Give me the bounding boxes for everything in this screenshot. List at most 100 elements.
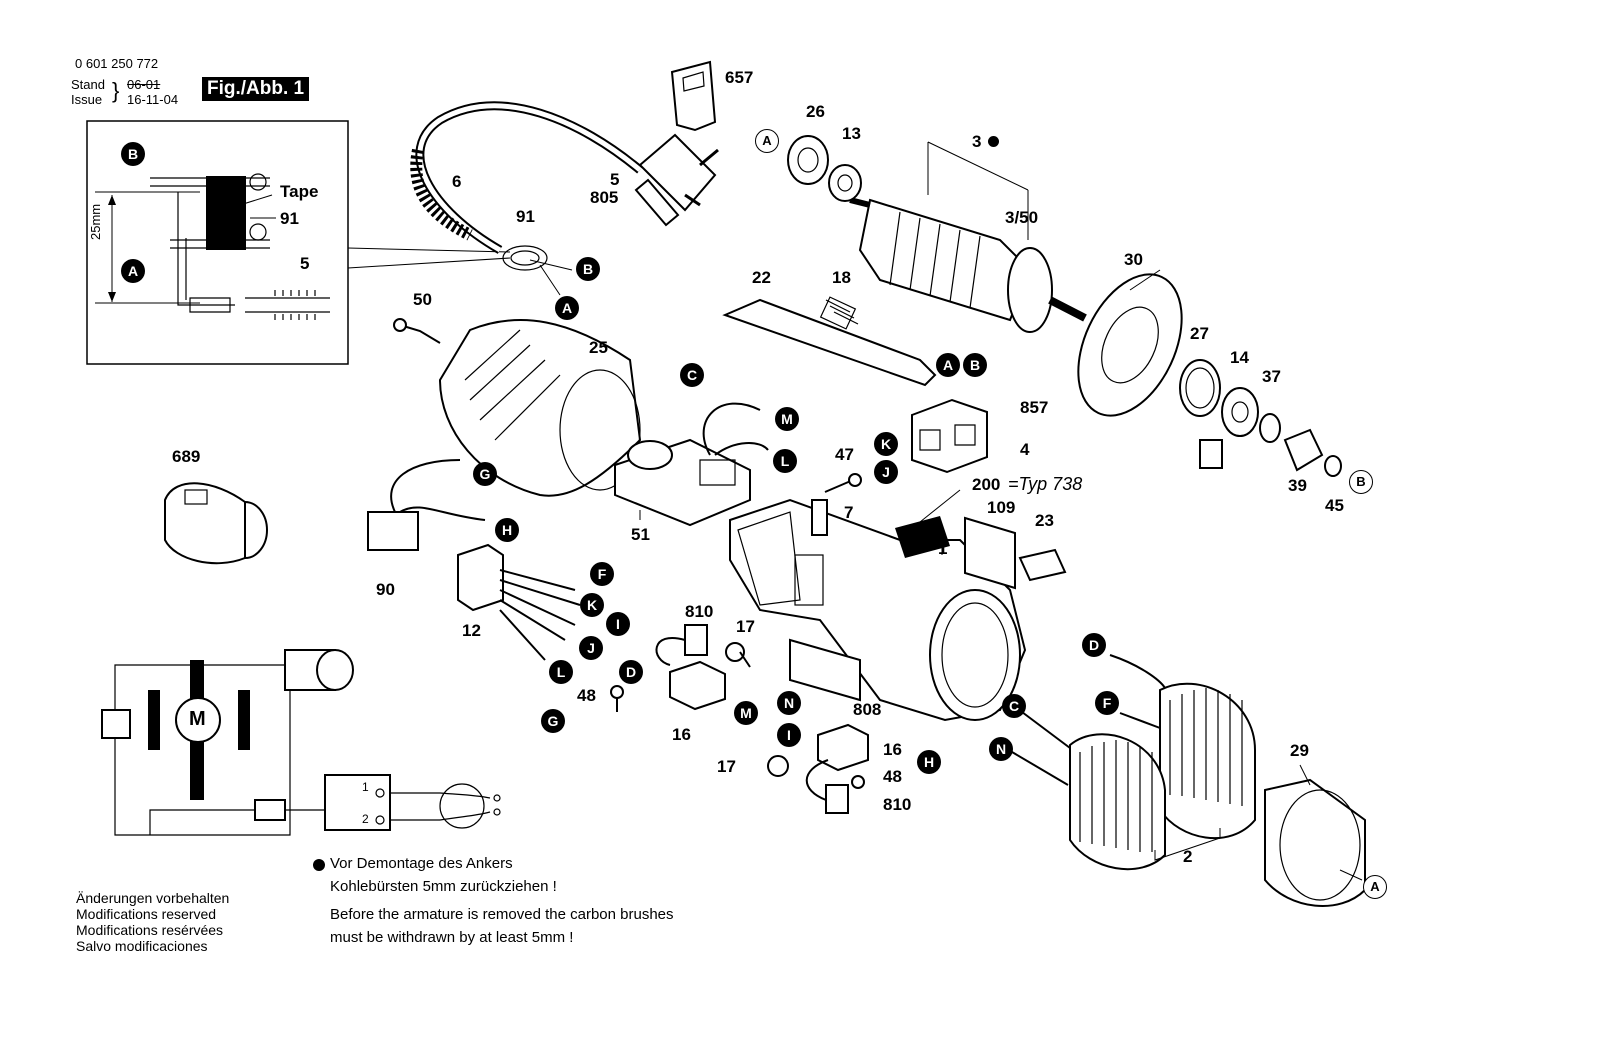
screw-48-left-head (610, 685, 624, 699)
inset-frame (86, 120, 349, 365)
label-109: 109 (987, 498, 1016, 517)
label-16-left: 16 (672, 725, 691, 744)
label-22: 22 (752, 268, 771, 287)
nut-45 (1324, 455, 1342, 477)
connector-F-switch12: F (590, 562, 614, 586)
spring-18 (819, 296, 857, 330)
carbon-brush-810-left (684, 624, 708, 656)
label-200: 200 (972, 475, 1001, 494)
cord-strain-relief (410, 148, 473, 241)
label-17-right: 17 (717, 757, 736, 776)
bearing-13-inner (837, 174, 853, 192)
connector-B-switch: B (963, 353, 987, 377)
brush-holder-16-right (817, 723, 869, 772)
connector-I-brush: I (777, 723, 801, 747)
label-808: 808 (853, 700, 882, 719)
schematic-motor (175, 697, 221, 743)
schematic-switch-contact-2 (375, 815, 385, 825)
wire-to-L (714, 442, 769, 456)
connector-I-switch12: I (606, 612, 630, 636)
label-3: 3 (972, 132, 982, 151)
wire-to-M (702, 402, 761, 456)
brush-holder-16-left (669, 660, 726, 711)
connector-A-guard: A (1363, 875, 1387, 899)
schematic-bottom-wires (149, 809, 325, 835)
connector-H-brush: H (917, 750, 941, 774)
connector-J-switch12: J (579, 636, 603, 660)
electronics-terminal (699, 459, 736, 486)
label-689: 689 (172, 447, 201, 466)
modifications-fr: Modifications resérvées (76, 922, 224, 938)
bracket-2 (1154, 828, 1221, 861)
field-wire-F (1119, 712, 1161, 729)
key-component (1199, 439, 1223, 469)
carbon-brush-810-right (825, 784, 849, 814)
label-13: 13 (842, 124, 861, 143)
schematic-field-right (238, 690, 250, 750)
inset-terminal-2 (249, 223, 267, 241)
label-4: 4 (1020, 440, 1030, 459)
switch-rod-22 (722, 298, 937, 387)
wiring-schematic (101, 649, 501, 836)
schematic-switch-leads (390, 792, 440, 821)
schematic-switch-pos-1: 1 (362, 780, 369, 794)
label-45: 45 (1325, 496, 1344, 515)
cord-ferrite-91-inner (510, 250, 540, 266)
inset-wire-run (177, 192, 235, 306)
schematic-plug-pin-2 (493, 808, 501, 816)
screw-48-right-head (851, 775, 865, 789)
inset-dimension: 25mm (88, 203, 103, 240)
connector-D-brush: D (619, 660, 643, 684)
label-47: 47 (835, 445, 854, 464)
tape-block (206, 176, 246, 250)
brush-lead-right (805, 759, 829, 801)
label-17-left: 17 (736, 617, 755, 636)
label-5-inset: 5 (300, 254, 310, 273)
screw-47-head (848, 473, 862, 487)
air-guide-29-inner (1279, 789, 1361, 901)
label-657: 657 (725, 68, 754, 87)
cord-ferrite-91 (502, 245, 548, 271)
label-30: 30 (1124, 250, 1143, 269)
connector-C-field: C (1002, 694, 1026, 718)
connector-H-capacitor: H (495, 518, 519, 542)
cord-wire-ends (529, 259, 573, 296)
label-plate-109 (964, 516, 1016, 590)
field-coil-lower-windings (1079, 740, 1153, 852)
note-bullet-icon (988, 136, 999, 147)
stand-date: 06-01 (127, 77, 161, 92)
label-5-top: 5 (610, 170, 620, 189)
label-6: 6 (452, 172, 462, 191)
modifications-es: Salvo modificaciones (76, 938, 208, 954)
schematic-junction (254, 799, 286, 821)
plug-neck (634, 178, 680, 227)
schematic-switch-contact-1 (375, 788, 385, 798)
wire-to-G (390, 459, 461, 513)
stand-label: Stand (71, 77, 105, 92)
label-26: 26 (806, 102, 825, 121)
field-wire-N (1011, 751, 1069, 786)
label-12: 12 (462, 621, 481, 640)
bearing-13 (828, 164, 862, 202)
connector-A-switch: A (936, 353, 960, 377)
tape-leader (239, 194, 273, 206)
screw-50-head (393, 318, 407, 332)
ring-27-inner (1185, 367, 1215, 409)
label-91-inset: 91 (280, 209, 299, 228)
spring-17-left (725, 642, 745, 662)
type-note: =Typ 738 (1008, 474, 1083, 494)
switch-4 (911, 398, 988, 474)
schematic-plug-pin-1 (493, 794, 501, 802)
connector-K-switch: K (874, 432, 898, 456)
note-de-line2: Kohlebürsten 5mm zurückziehen ! (330, 878, 557, 895)
schematic-switch (324, 774, 391, 831)
housing-1-mouth-inner (941, 602, 1009, 708)
label-805: 805 (590, 188, 619, 207)
field-wire-D (1109, 654, 1166, 689)
connector-C-electronics: C (680, 363, 704, 387)
inset-wires-top (150, 177, 270, 249)
connector-N-brush: N (777, 691, 801, 715)
field-wire-C (1021, 711, 1071, 749)
note-bullet-icon (313, 859, 325, 871)
